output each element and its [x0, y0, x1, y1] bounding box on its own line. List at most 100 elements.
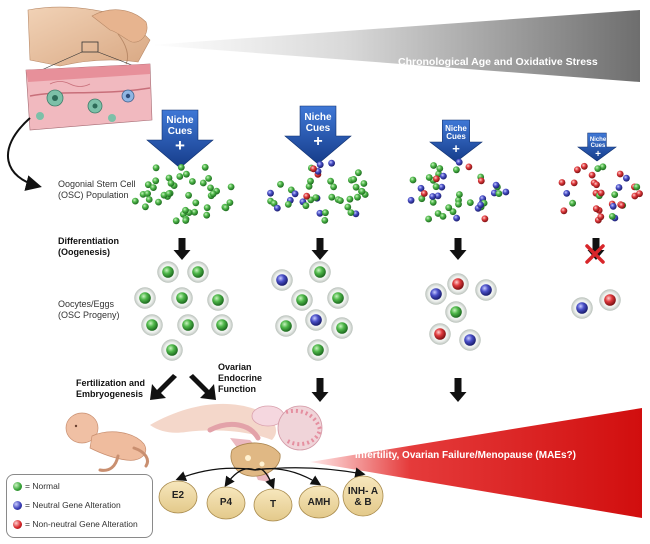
reproductive-tract-icon [150, 403, 323, 482]
osc-cell-icon [312, 194, 320, 202]
hormone-oval-icon [158, 480, 198, 514]
osc-cell-icon [310, 165, 317, 173]
osc-cell-icon [434, 210, 442, 217]
hormone-oval-icon [298, 485, 340, 519]
osc-cell-icon [346, 195, 354, 203]
oocyte-clusters [134, 261, 621, 361]
osc-cell-icon [615, 184, 623, 191]
legend-neutral-text: = Neutral Gene Alteration [25, 500, 121, 510]
osc-cell-icon [592, 205, 600, 213]
down-arrow-icon [587, 238, 605, 260]
osc-cell-icon [155, 198, 162, 206]
osc-cell-icon [277, 180, 284, 188]
oocytes-label: Oocytes/Eggs (OSC Progeny) [58, 299, 120, 320]
osc-cell-icon [594, 165, 602, 173]
niche-arrow-icon [284, 105, 352, 165]
plus-icon: + [175, 136, 185, 155]
block-x-icon [585, 244, 605, 264]
osc-cell-icon [438, 183, 446, 191]
osc-cell-icon [150, 184, 157, 192]
hormone-arrows [175, 467, 366, 490]
osc-cell-icon [209, 190, 217, 198]
osc-cell-icon [593, 181, 600, 189]
osc-cell-icon [347, 209, 355, 217]
osc-cell-icon [599, 163, 607, 171]
osc-cell-icon [203, 211, 211, 219]
oocyte-nucleus-icon [166, 344, 178, 356]
osc-cell-icon [420, 190, 428, 197]
oocyte-nucleus-icon [312, 344, 324, 356]
osc-cell-icon [183, 170, 190, 178]
oocyte-nucleus-icon [216, 319, 228, 331]
osc-cell-icon [623, 174, 630, 182]
osc-cell-icon [176, 173, 184, 180]
osc-cell-icon [305, 183, 313, 190]
osc-cell-icon [502, 188, 510, 196]
oocyte-nucleus-icon [604, 294, 616, 306]
niche-cue-arrows [146, 105, 617, 169]
osc-cell-icon [608, 213, 616, 220]
legend-nonneutral: = Non-neutral Gene Alteration [13, 517, 138, 531]
osc-cell-icon [433, 175, 440, 183]
niche-cue-label: Niche Cues + [431, 124, 481, 155]
osc-cell-icon [453, 214, 460, 222]
osc-cell-icon [307, 177, 314, 185]
down-arrow-icon [449, 238, 467, 260]
osc-cell-icon [569, 199, 576, 207]
down-arrow-icon [311, 238, 329, 260]
age-stress-banner: Chronological Age and Oxidative Stress [398, 56, 598, 68]
osc-cell-icon [328, 193, 336, 201]
neutral-dot-icon [13, 500, 22, 510]
osc-cell-icon [580, 162, 588, 170]
osc-cell-icon [477, 177, 485, 185]
hormone-p4: P4 [219, 497, 233, 508]
osc-cell-icon [449, 208, 457, 216]
infertility-triangle [310, 408, 642, 518]
osc-cell-icon [185, 191, 193, 199]
hormone-arrow-icon [254, 467, 366, 478]
niche-cue-word-2: Cues [446, 132, 466, 142]
osc-cell-icon [144, 190, 152, 198]
osc-cell-icon [222, 204, 230, 212]
osc-cell-icon [273, 204, 281, 212]
osc-cell-icon [144, 181, 152, 189]
osc-cell-icon [440, 172, 447, 180]
osc-cell-icon [316, 209, 324, 217]
legend-nonneutral-text: = Non-neutral Gene Alteration [25, 519, 138, 529]
oocyte-nucleus-icon [139, 292, 151, 304]
oocyte-nucleus-icon [146, 319, 158, 331]
osc-cell-icon [337, 197, 344, 205]
osc-cell-icon [303, 192, 311, 200]
osc-cell-icon [284, 201, 292, 208]
osc-cell-icon [633, 183, 641, 191]
oocyte-nucleus-icon [480, 284, 492, 296]
oocyte-nucleus-icon [450, 306, 462, 318]
osc-cell-icon [182, 217, 190, 224]
osc-cell-icon [560, 207, 568, 215]
hormone-oval-icon [206, 486, 246, 520]
osc-cell-icon [152, 164, 160, 172]
oocyte-nucleus-icon [162, 266, 174, 278]
osc-cell-icon [355, 169, 362, 177]
osc-cell-icon [563, 190, 571, 197]
oocyte-nucleus-icon [280, 320, 292, 332]
osc-cell-icon [409, 176, 417, 184]
oocyte-nucleus-icon [310, 314, 322, 326]
osc-cell-icon [574, 166, 581, 174]
hormone-e2: E2 [171, 490, 185, 501]
plus-icon: + [595, 148, 601, 160]
osc-cell-icon [618, 202, 626, 209]
osc-cell-icon [432, 183, 440, 191]
osc-cell-icon [477, 201, 484, 209]
osc-cell-icon [492, 181, 500, 189]
normal-dot-icon [13, 481, 22, 491]
osc-cell-icon [455, 158, 463, 166]
osc-cell-icon [407, 196, 415, 204]
osc-cell-icon [588, 171, 596, 179]
legend: = Normal = Neutral Gene Alteration = Non… [6, 474, 153, 538]
niche-cue-word-2: Cues [167, 125, 193, 137]
hormone-arrow-icon [224, 468, 256, 488]
osc-cell-icon [182, 206, 189, 214]
